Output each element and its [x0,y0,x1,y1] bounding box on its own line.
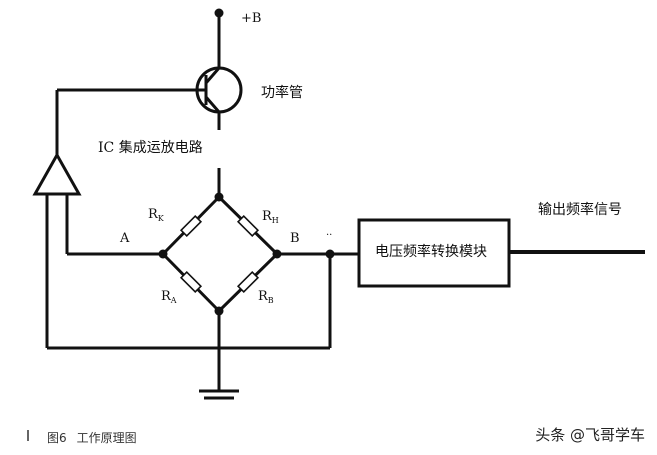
figure-title: 工作原理图 [76,431,137,445]
bridge-bottom-dot [214,306,224,316]
resistor-rb-label: RB [258,289,274,305]
resistor-rh-label: RH [262,209,279,225]
transistor-collector [204,67,221,84]
node-b-dot [272,249,282,259]
output-signal-label: 输出频率信号 [538,202,622,218]
figure-caption: 图6 工作原理图 [47,429,137,446]
converter-label: 电压频率转换模块 [375,244,487,260]
figure-number: 图6 [47,431,67,445]
node-a-label: A [120,231,130,246]
ic-opamp-label: IC 集成运放电路 [98,140,203,156]
bridge-top-dot [214,192,224,202]
supply-terminal-dot [214,8,224,18]
resistor-rb-body [236,270,260,294]
caption-bar [27,430,29,441]
small-mark: .. [326,227,333,238]
resistor-ra-body [179,270,203,294]
supply-label: +B [241,11,262,26]
feedback-junction-dot [325,249,335,259]
opamp-triangle [32,151,82,196]
resistor-ra-label: RA [161,289,177,305]
node-a-dot [158,249,168,259]
resistor-rk-label: RK [148,207,164,223]
resistor-rk-body [179,214,203,238]
power-transistor-label: 功率管 [261,85,303,101]
node-b-label: B [290,231,300,246]
resistor-rh-body [236,214,260,238]
watermark: 头条 @飞哥学车 [535,426,645,444]
transistor-emitter [204,96,221,113]
